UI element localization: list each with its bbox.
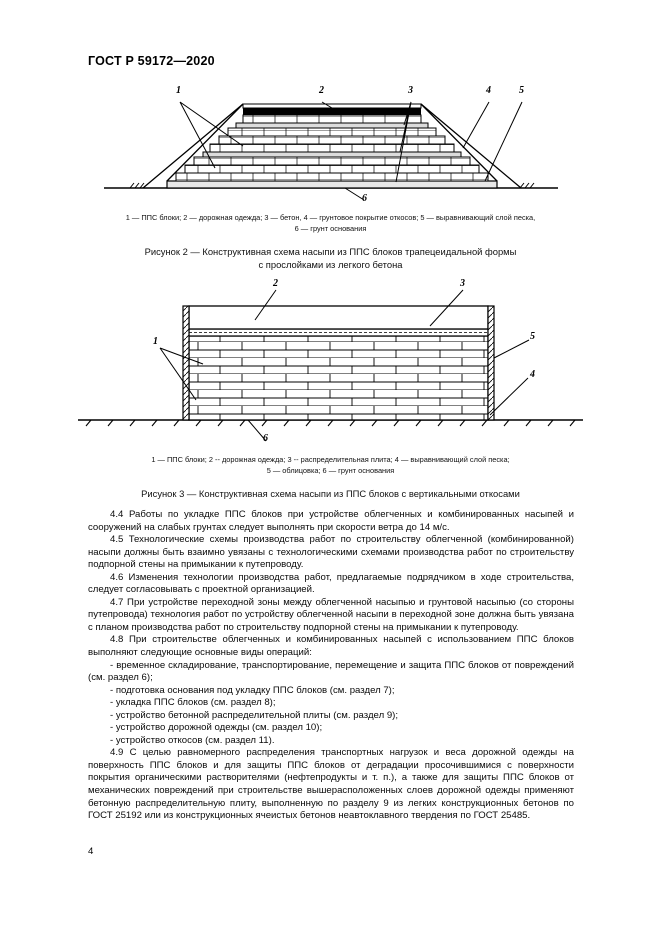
figure-1-callout-6: 6 <box>362 193 367 204</box>
figure-1-callout-2: 2 <box>319 85 324 96</box>
figure-2-callout-2: 2 <box>273 278 278 289</box>
figure-2-callout-3: 3 <box>460 278 465 289</box>
page-number: 4 <box>88 846 94 857</box>
paragraph-4-6: 4.6 Изменения технологии производства ра… <box>88 571 574 596</box>
paragraph-4-8: 4.8 При строительстве облегченных и комб… <box>88 634 574 659</box>
figure-2-callout-6: 6 <box>263 433 268 444</box>
figure-2-callout-1: 1 <box>153 336 158 347</box>
paragraph-4-7: 4.7 При устройстве переходной зоны между… <box>88 596 574 633</box>
list-item-6: - устройство откосов (см. раздел 11). <box>110 734 275 746</box>
list-item-3: - укладка ППС блоков (см. раздел 8); <box>110 697 276 709</box>
body-text: 4.4 Работы по укладке ППС блоков при уст… <box>88 509 574 823</box>
figure-1-drawing: 1 2 3 4 5 6 <box>0 82 661 204</box>
figure-1: 1 2 3 4 5 6 1 — ППС блоки; 2 — дорожная … <box>0 82 661 271</box>
figure-1-legend: 1 — ППС блоки; 2 — дорожная одежда; 3 — … <box>0 212 661 234</box>
paragraph-4-4: 4.4 Работы по укладке ППС блоков при уст… <box>88 509 574 533</box>
figure-2-caption: Рисунок 3 — Конструктивная схема насыпи … <box>0 487 661 500</box>
figure-2-legend-line-2: 5 — облицовка; 6 — грунт основания <box>266 466 395 475</box>
paragraph-4-5: 4.5 Технологические схемы производства р… <box>88 534 574 571</box>
figure-1-caption-line-1: Рисунок 2 — Конструктивная схема насыпи … <box>144 246 517 257</box>
figure-1-caption-line-2: с прослойками из легкого бетона <box>258 259 403 270</box>
figure-2-svg <box>78 289 583 442</box>
figure-1-svg <box>104 101 558 201</box>
figure-2-callout-5: 5 <box>530 331 535 342</box>
list-item-1: - временное складирование, транспортиров… <box>88 659 574 684</box>
figure-1-callout-5: 5 <box>519 85 524 96</box>
list-item-2: - подготовка основания под укладку ППС б… <box>110 684 395 696</box>
figure-1-callout-1: 1 <box>176 85 181 96</box>
figure-2-legend-line-1: 1 — ППС блоки; 2 -- дорожная одежда; 3 -… <box>151 455 510 464</box>
paragraph-4-9: 4.9 С целью равномерного распределения т… <box>88 747 574 822</box>
figure-1-callout-4: 4 <box>486 85 491 96</box>
figure-1-caption: Рисунок 2 — Конструктивная схема насыпи … <box>0 245 661 271</box>
figure-2: 2 3 1 5 4 6 1 — ППС блоки; 2 -- дорожная… <box>0 278 661 500</box>
figure-2-drawing: 2 3 1 5 4 6 <box>0 278 661 448</box>
figure-2-callout-4: 4 <box>530 369 535 380</box>
list-item-4: - устройство бетонной распределительной … <box>110 709 399 721</box>
figure-1-callout-3: 3 <box>408 85 413 96</box>
figure-1-legend-line-1: 1 — ППС блоки; 2 — дорожная одежда; 3 — … <box>125 213 536 222</box>
figure-2-caption-line-1: Рисунок 3 — Конструктивная схема насыпи … <box>141 488 520 499</box>
list-item-5: - устройство дорожной одежды (см. раздел… <box>110 722 323 734</box>
standard-header: ГОСТ Р 59172—2020 <box>88 54 215 68</box>
figure-1-legend-line-2: 6 — грунт основания <box>294 224 367 233</box>
figure-2-legend: 1 — ППС блоки; 2 -- дорожная одежда; 3 -… <box>0 454 661 476</box>
